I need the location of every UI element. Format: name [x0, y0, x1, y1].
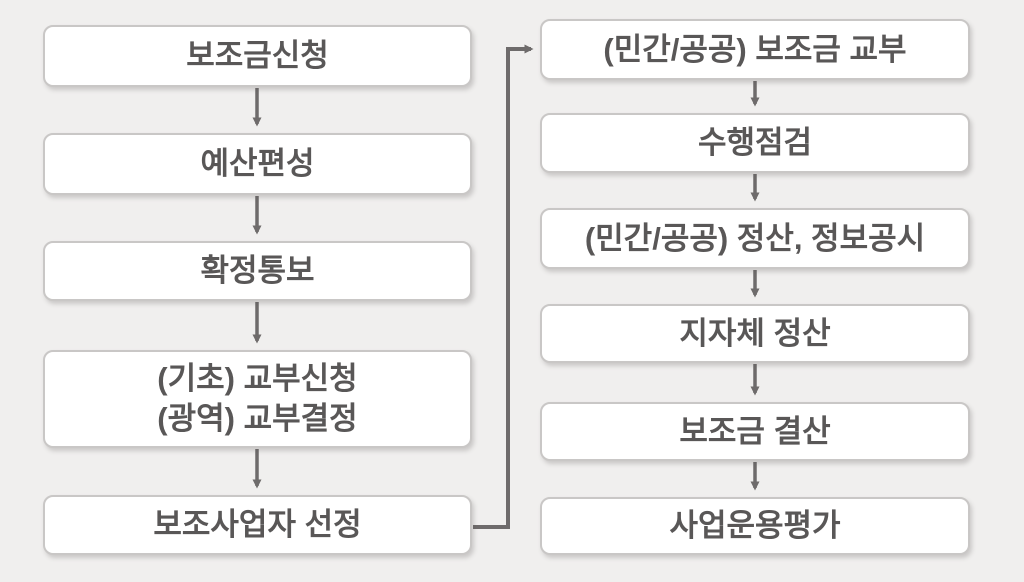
box-confirmation-notification: 확정통보	[43, 241, 472, 301]
box-operation-evaluation: 사업운용평가	[540, 497, 970, 555]
box-grant-request-decision: (기초) 교부신청 (광역) 교부결정	[43, 350, 472, 448]
box-operator-selection: 보조사업자 선정	[43, 495, 472, 555]
box-subsidy-application: 보조금신청	[43, 25, 472, 87]
box-budget-formulation: 예산편성	[43, 133, 472, 195]
box-performance-check: 수행점검	[540, 113, 970, 173]
box-local-govt-settlement: 지자체 정산	[540, 304, 970, 363]
arrow-cross-link-icon	[473, 44, 534, 529]
box-subsidy-grant: (민간/공공) 보조금 교부	[540, 19, 970, 80]
box-settlement-disclosure: (민간/공공) 정산, 정보공시	[540, 208, 970, 269]
box-subsidy-closing: 보조금 결산	[540, 402, 970, 461]
